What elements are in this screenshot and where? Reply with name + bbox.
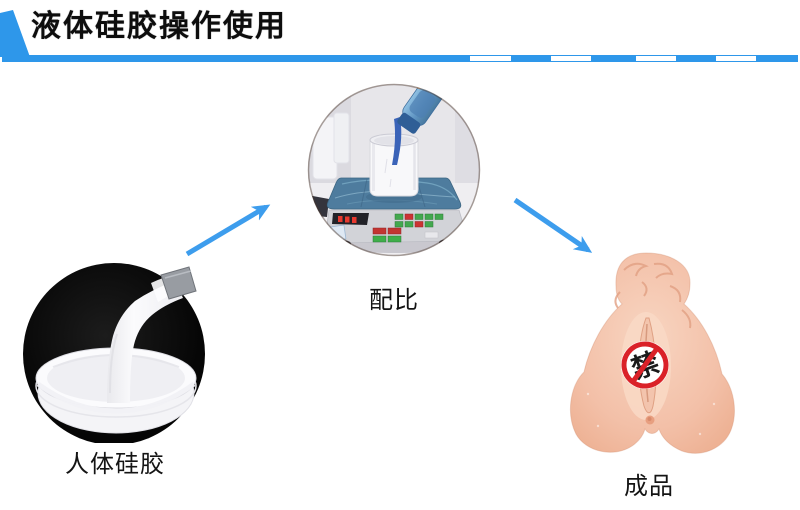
- finished-product-illustration: 禁: [570, 252, 735, 454]
- header-rule-gap: [470, 55, 511, 62]
- caption-finished-product: 成品: [624, 473, 674, 500]
- trowel-tip: [160, 266, 197, 300]
- photo-circle-edge: [307, 83, 481, 257]
- scale-foot: [339, 240, 351, 248]
- photo-raw-silicone: [15, 253, 215, 443]
- background-bottles: [312, 112, 350, 180]
- prohibition-badge: 禁: [621, 341, 669, 389]
- photo-weighing-scale: [307, 83, 481, 257]
- header-accent-shape: [0, 10, 30, 57]
- scale-keypad: [372, 213, 444, 243]
- arrow-raw-to-mix: [185, 204, 271, 257]
- photo-finished-product: 禁: [558, 244, 740, 466]
- prohibition-slash: [630, 346, 660, 384]
- scale-foot: [439, 239, 451, 247]
- prohibition-ring: [621, 341, 669, 389]
- speckles: [586, 392, 716, 436]
- scale-display-digits: [338, 216, 357, 223]
- arrow-mix-to-product: [513, 197, 593, 253]
- caption-mixing-ratio: 配比: [369, 287, 419, 314]
- weighing-scale-illustration: [307, 83, 481, 257]
- hand-fingers: [431, 84, 459, 85]
- scale-display-window: [332, 213, 369, 225]
- caption-raw-silicone: 人体硅胶: [65, 451, 165, 478]
- raw-silicone-illustration: [23, 263, 205, 443]
- bowl-front-lip: [36, 381, 196, 414]
- surface-swirl-texture: [614, 262, 692, 329]
- header-rule-gap: [551, 55, 591, 62]
- measuring-cup: [369, 133, 419, 197]
- header-rule: [2, 55, 798, 62]
- bottle-cap: [397, 112, 421, 134]
- blue-liquid-stream: [392, 117, 402, 165]
- page-title: 液体硅胶操作使用: [31, 10, 287, 43]
- header-rule-gap: [716, 55, 756, 62]
- header-rule-gap: [636, 55, 676, 62]
- scale-label: [424, 231, 439, 239]
